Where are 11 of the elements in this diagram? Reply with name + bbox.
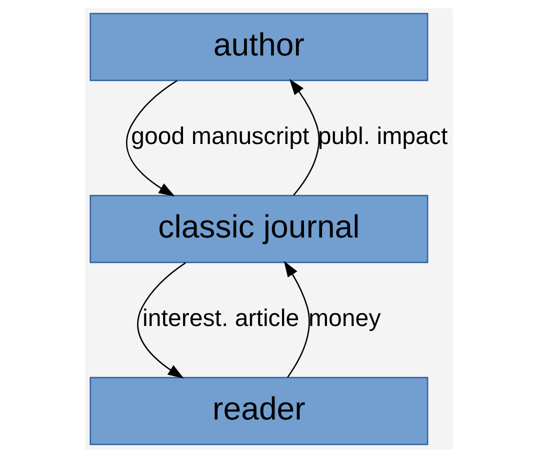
edge-label: good manuscript — [130, 122, 309, 150]
arrow — [283, 260, 310, 378]
arrow — [288, 78, 320, 196]
edge-label: interest. article — [142, 304, 299, 332]
arrow — [126, 80, 177, 196]
edge-label: money — [308, 304, 380, 332]
node-box: reader — [89, 376, 428, 446]
node-box: classic journal — [89, 194, 428, 264]
arrow — [136, 262, 186, 379]
edge-label: publ. impact — [317, 122, 448, 150]
node-box: author — [89, 12, 428, 82]
